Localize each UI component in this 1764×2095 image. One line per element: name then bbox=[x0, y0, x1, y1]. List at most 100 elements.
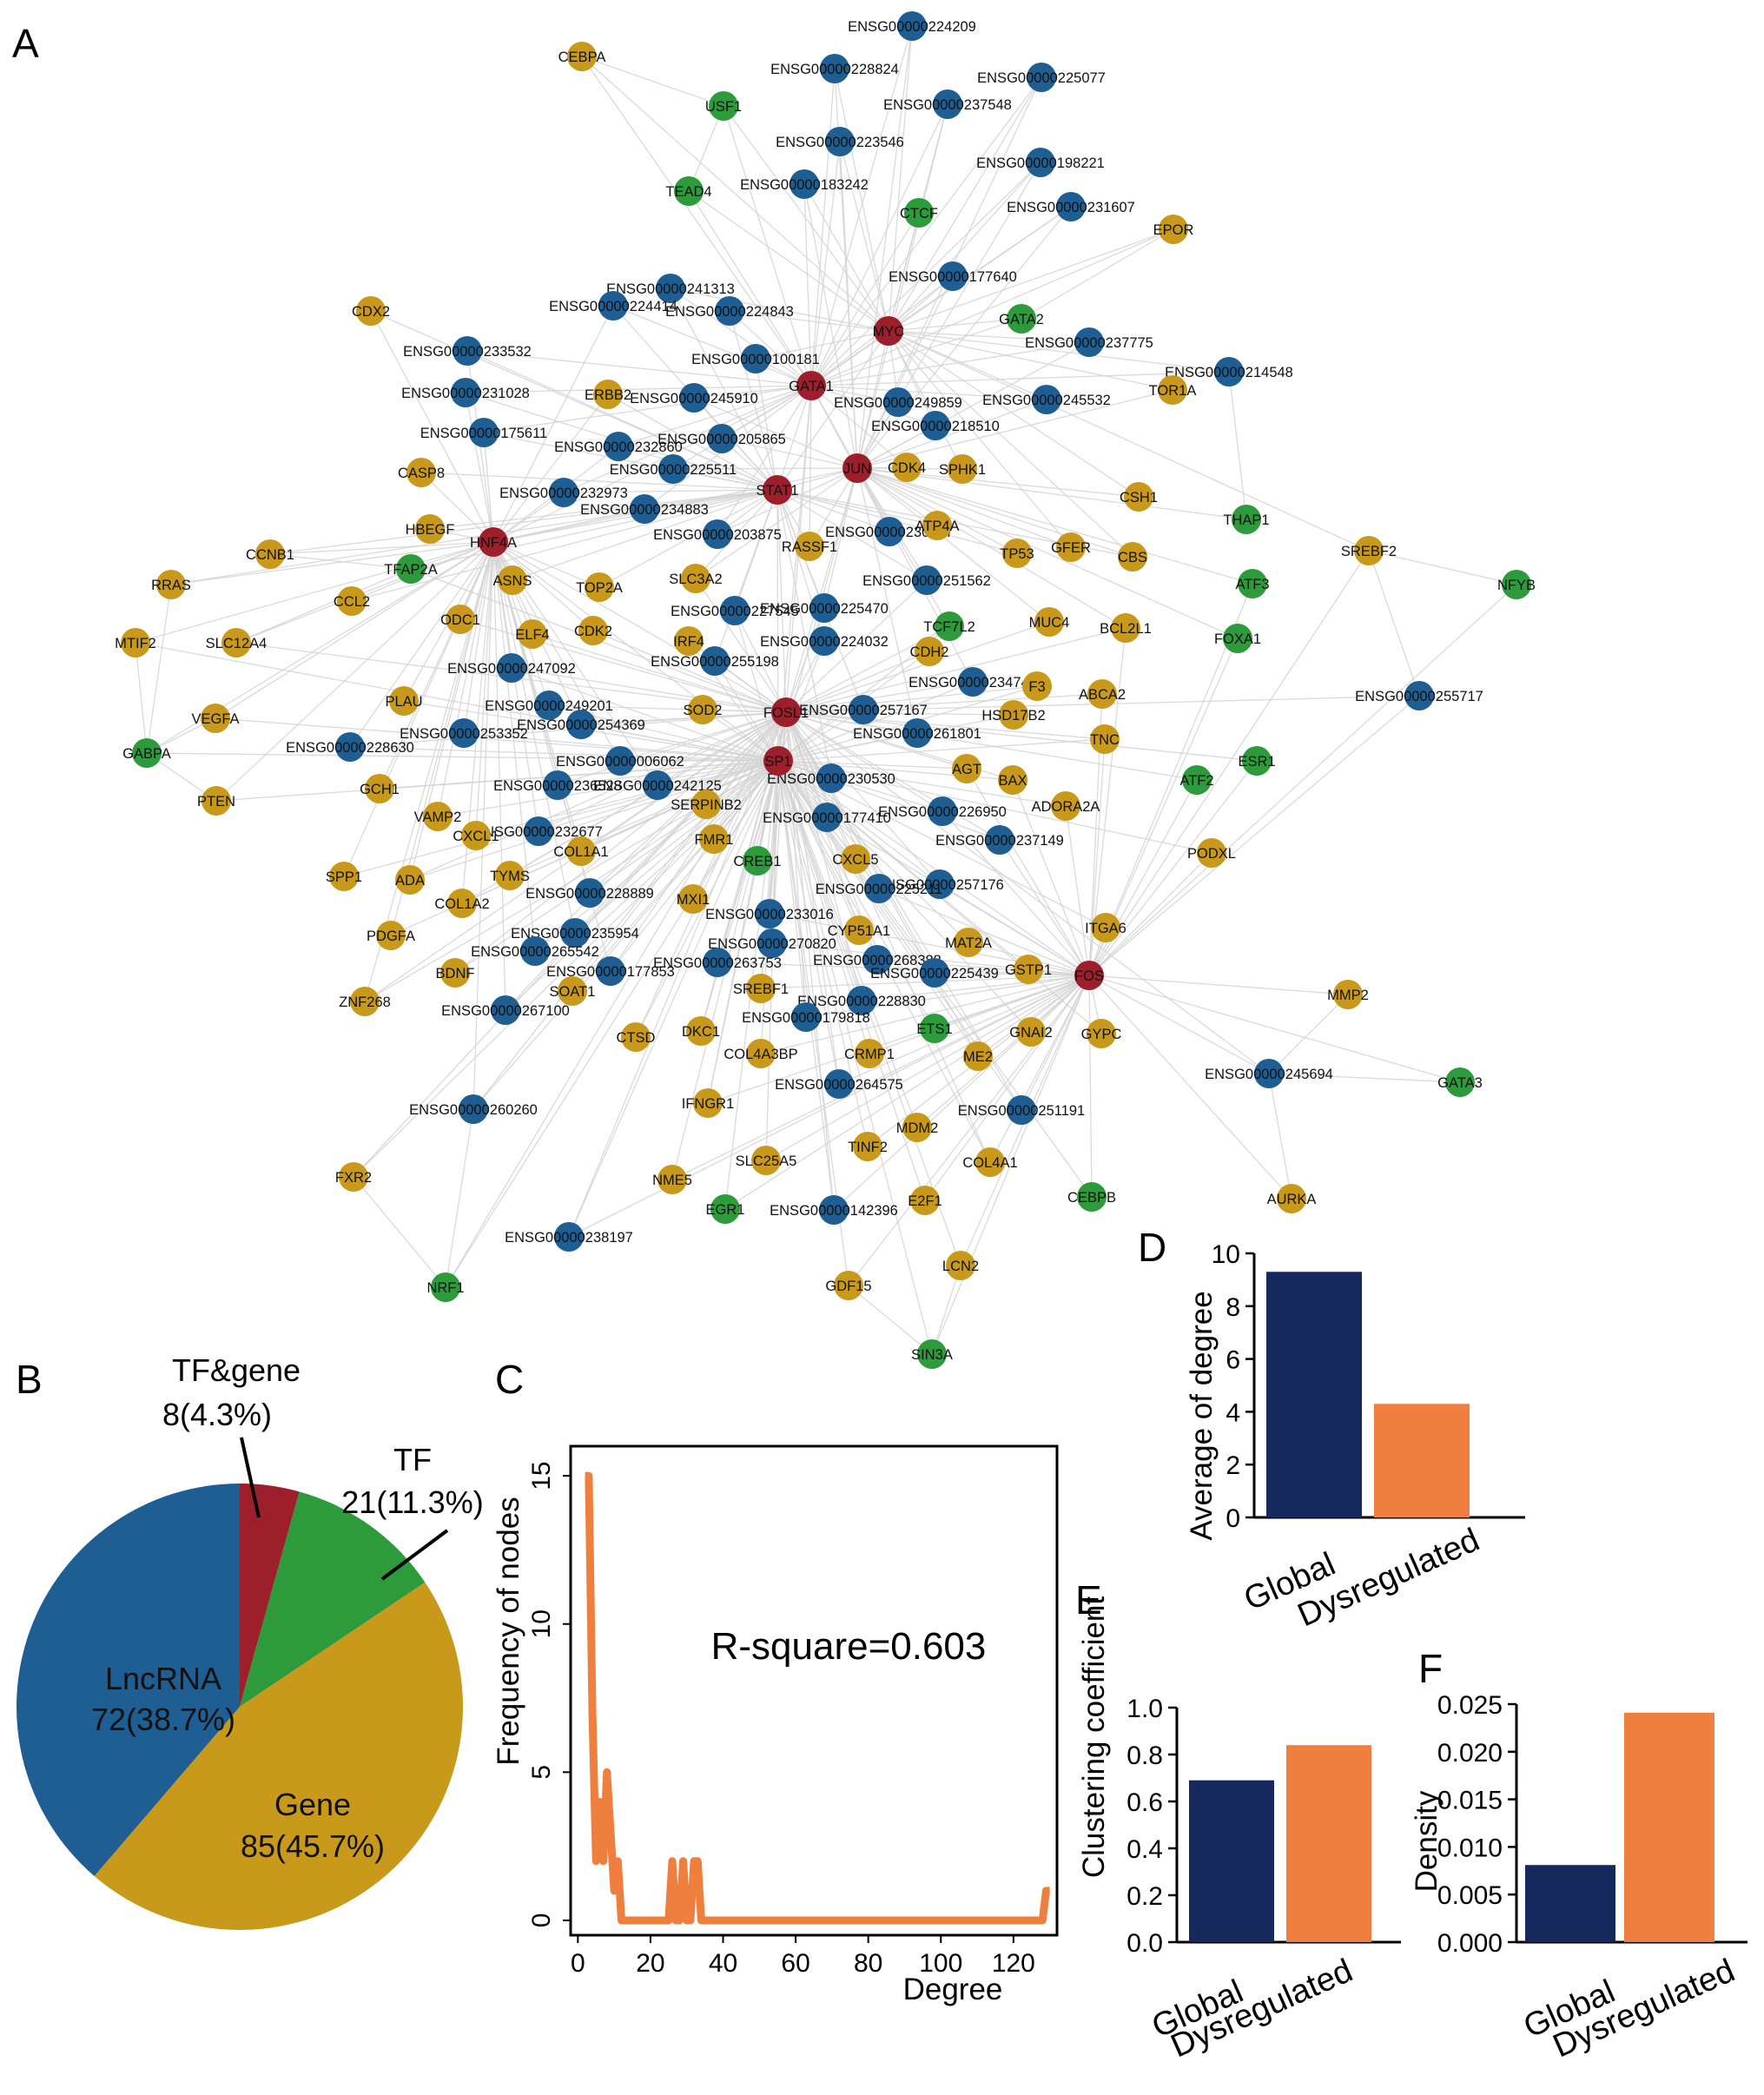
node-circle bbox=[657, 1165, 687, 1194]
network-edge bbox=[1088, 975, 1270, 1074]
node-circle bbox=[847, 986, 876, 1015]
node-label: CRMP1 bbox=[844, 1047, 895, 1062]
network-node: ENSG00000257167 bbox=[799, 695, 928, 724]
node-circle bbox=[1090, 724, 1120, 754]
node-label: NME5 bbox=[652, 1173, 692, 1188]
node-circle bbox=[1056, 192, 1086, 221]
network-node: STAT1 bbox=[756, 475, 799, 505]
network-edge bbox=[409, 711, 787, 881]
node-label: ENSG00000177410 bbox=[763, 810, 891, 826]
node-label: MXI1 bbox=[677, 892, 710, 908]
node-label: ENSG00000233532 bbox=[403, 344, 532, 360]
node-circle bbox=[1158, 375, 1187, 405]
network-edge bbox=[888, 162, 1041, 332]
network-edge bbox=[888, 330, 1173, 391]
node-label: BDNF bbox=[436, 966, 475, 981]
node-label: STAT1 bbox=[756, 483, 799, 499]
node-label: GATA2 bbox=[999, 312, 1044, 327]
network-edge bbox=[785, 693, 1103, 713]
network-edge bbox=[888, 330, 1133, 558]
node-label: BAX bbox=[998, 773, 1027, 789]
network-node: ENSG00000245910 bbox=[630, 383, 758, 413]
network-node: ENSG00000247092 bbox=[447, 653, 576, 683]
node-circle bbox=[1124, 482, 1153, 512]
network-edge bbox=[776, 489, 890, 532]
network-edge bbox=[717, 385, 812, 535]
node-label: SP1 bbox=[764, 754, 791, 770]
f-plot-bar-dysregulated bbox=[1624, 1712, 1714, 1942]
node-label: ATP4A bbox=[915, 519, 959, 534]
node-circle bbox=[459, 1094, 488, 1124]
node-circle bbox=[975, 1147, 1005, 1177]
d-plot-ytick-label: 4 bbox=[1226, 1398, 1240, 1427]
network-node: ENSG00000233016 bbox=[705, 899, 834, 929]
node-label: CXCL5 bbox=[832, 852, 878, 868]
network-node: VAMP2 bbox=[414, 802, 461, 831]
node-label: USF1 bbox=[705, 99, 742, 115]
e-plot-ytick-label: 0.0 bbox=[1126, 1929, 1163, 1958]
node-label: GYPC bbox=[1081, 1027, 1122, 1042]
node-label: ENSG00000100181 bbox=[691, 352, 820, 367]
network-node: ENSG00000142396 bbox=[770, 1195, 898, 1225]
network-edge bbox=[409, 760, 779, 881]
node-circle bbox=[453, 336, 482, 366]
network-edge bbox=[492, 305, 614, 543]
network-edge bbox=[135, 541, 494, 644]
network-node: MMP2 bbox=[1327, 980, 1369, 1009]
node-label: ENSG00000218510 bbox=[871, 419, 1000, 434]
network-edge bbox=[437, 760, 779, 817]
node-circle bbox=[681, 564, 710, 593]
node-circle bbox=[819, 1195, 849, 1225]
network-edge bbox=[931, 1265, 961, 1355]
node-label: CTCF bbox=[900, 206, 938, 221]
network-edge bbox=[756, 711, 787, 862]
node-label: ENSG00000237775 bbox=[1025, 335, 1153, 351]
network-node: ENSG00000224843 bbox=[665, 296, 794, 326]
node-circle bbox=[1354, 536, 1384, 565]
network-edge bbox=[534, 711, 787, 952]
f-plot-ytick-label: 0.010 bbox=[1437, 1834, 1503, 1862]
node-circle bbox=[674, 626, 704, 656]
node-label: ENSG00000225470 bbox=[760, 601, 889, 617]
network-edge bbox=[785, 711, 1106, 740]
network-edge bbox=[861, 975, 1090, 1001]
node-circle bbox=[593, 380, 623, 409]
network-edge bbox=[492, 541, 787, 713]
network-edge bbox=[777, 760, 961, 1266]
node-circle bbox=[365, 774, 394, 803]
network-edge bbox=[924, 975, 1090, 1201]
network-edge bbox=[838, 975, 1090, 1085]
node-circle bbox=[809, 626, 839, 656]
node-circle bbox=[703, 519, 732, 549]
network-edge bbox=[777, 760, 1212, 854]
node-circle bbox=[834, 1271, 863, 1300]
network-node: ENSG00000232677 bbox=[474, 816, 603, 846]
d-plot-bar-global bbox=[1266, 1272, 1362, 1517]
pie-value-gene: 85(45.7%) bbox=[241, 1828, 385, 1864]
network-node: ENSG00000218510 bbox=[871, 411, 1000, 440]
network-edge bbox=[810, 206, 1072, 387]
network-edge bbox=[465, 385, 812, 393]
node-circle bbox=[746, 1039, 776, 1068]
network-node: ENSG00000238197 bbox=[505, 1222, 633, 1252]
node-label: CEBPB bbox=[1067, 1190, 1116, 1206]
node-circle bbox=[1014, 955, 1043, 984]
network-node: ENSG00000230457 bbox=[825, 517, 954, 546]
node-circle bbox=[925, 869, 955, 899]
network-edge bbox=[888, 228, 1174, 332]
network-node: IRF4 bbox=[673, 626, 704, 656]
network-edge bbox=[765, 760, 779, 1161]
node-circle bbox=[549, 478, 578, 507]
node-label: FOXA1 bbox=[1214, 631, 1261, 647]
node-label: ENSG00000237548 bbox=[883, 97, 1012, 113]
node-label: CCNB1 bbox=[246, 547, 294, 563]
network-node: ENSG00000267100 bbox=[441, 995, 570, 1025]
node-circle bbox=[902, 718, 932, 748]
node-label: HBEGF bbox=[406, 522, 455, 538]
pie-value-tfgene: 8(4.3%) bbox=[162, 1397, 272, 1432]
node-label: PODXL bbox=[1187, 846, 1236, 862]
network-node: ENSG00000214548 bbox=[1165, 357, 1293, 387]
node-circle bbox=[938, 261, 968, 291]
node-circle bbox=[763, 746, 793, 776]
